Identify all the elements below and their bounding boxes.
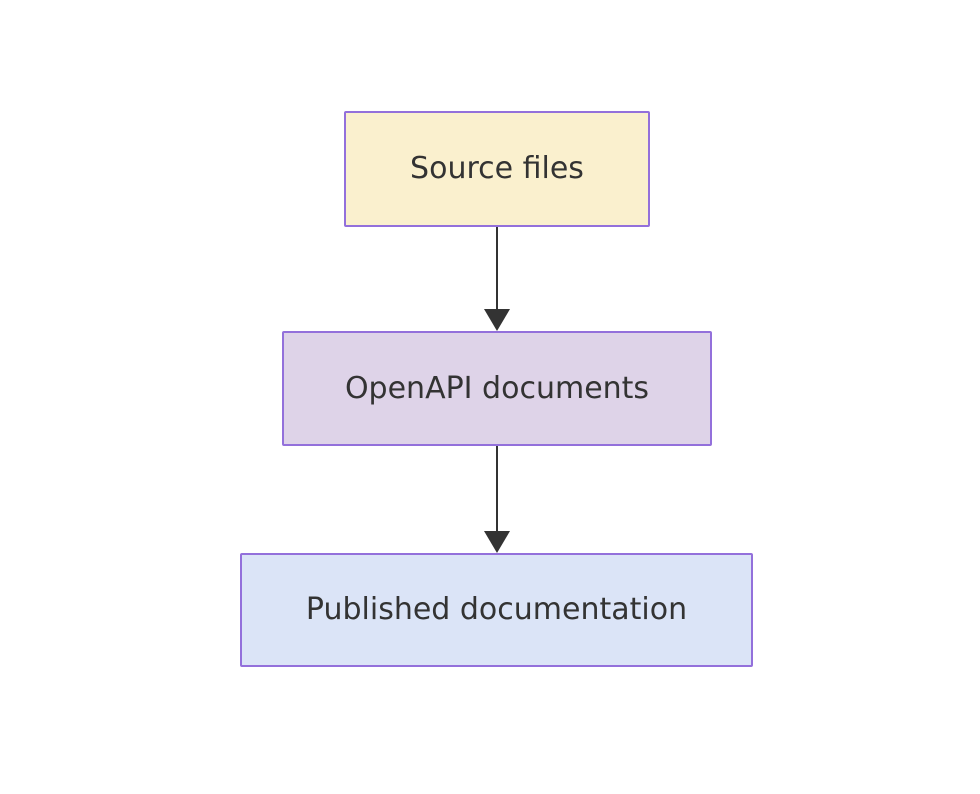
node-published-documentation-label: Published documentation — [305, 592, 688, 627]
node-source-files-label: Source files — [410, 151, 584, 186]
edge-openapi-to-published — [484, 446, 510, 553]
edge-source-to-openapi — [484, 227, 510, 331]
node-published-documentation: Published documentation — [240, 553, 753, 667]
node-openapi-documents-label: OpenAPI documents — [344, 370, 650, 406]
node-source-files: Source files — [344, 111, 650, 227]
arrowhead-down-icon — [484, 309, 510, 331]
node-openapi-documents: OpenAPI documents — [282, 331, 712, 446]
arrowhead-down-icon — [484, 531, 510, 553]
